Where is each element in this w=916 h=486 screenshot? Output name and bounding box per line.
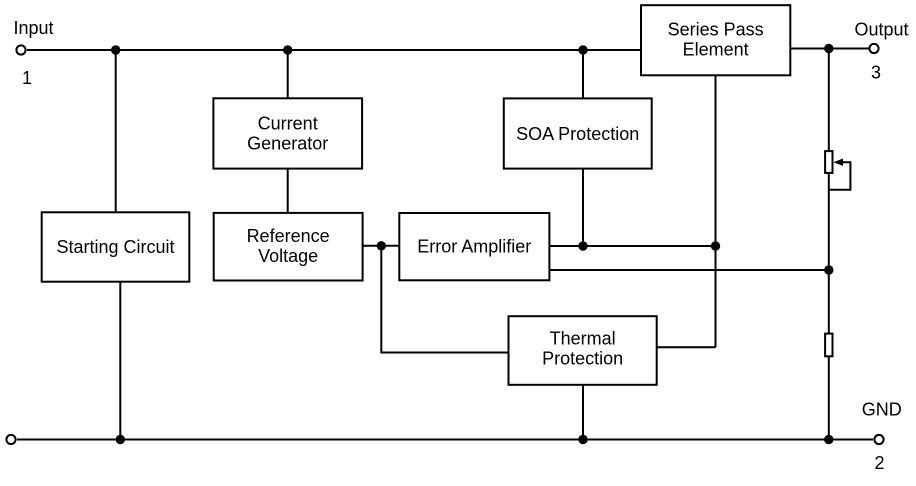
- svg-text:Starting Circuit: Starting Circuit: [56, 237, 174, 257]
- svg-text:Protection: Protection: [542, 348, 623, 368]
- svg-text:1: 1: [22, 68, 32, 88]
- svg-text:2: 2: [874, 453, 884, 473]
- svg-text:GND: GND: [862, 400, 902, 420]
- svg-text:Thermal: Thermal: [550, 328, 616, 348]
- svg-text:Reference: Reference: [247, 226, 330, 246]
- svg-text:Output: Output: [855, 20, 909, 40]
- svg-text:Current: Current: [258, 114, 318, 134]
- svg-text:Series Pass: Series Pass: [668, 20, 764, 40]
- svg-text:SOA Protection: SOA Protection: [516, 124, 639, 144]
- svg-text:Input: Input: [14, 18, 54, 38]
- svg-text:3: 3: [871, 63, 881, 83]
- svg-text:Error Amplifier: Error Amplifier: [417, 237, 531, 257]
- svg-text:Voltage: Voltage: [258, 246, 318, 266]
- svg-text:Element: Element: [683, 40, 749, 60]
- svg-text:Generator: Generator: [247, 133, 328, 153]
